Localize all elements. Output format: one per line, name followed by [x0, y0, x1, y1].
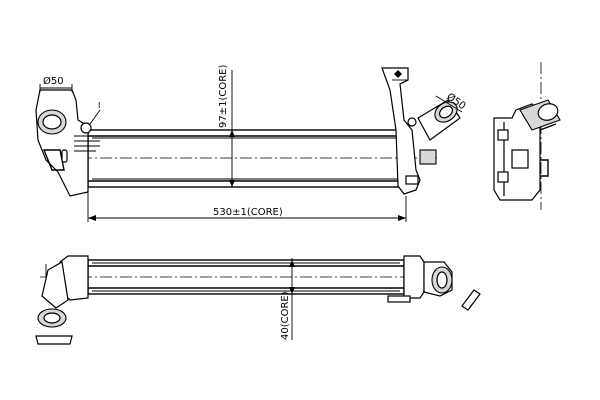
- front-view: Ø50 I Ø50 97±1(CORE) 530±1(CORE): [35, 65, 468, 222]
- front-core: [87, 129, 407, 188]
- core-height-label: 97±1(CORE): [218, 65, 229, 128]
- core-depth-label: 40(CORE): [280, 291, 291, 340]
- left-tank: [35, 89, 101, 197]
- detail-marker: I: [98, 101, 100, 110]
- inlet-diameter-label: Ø50: [43, 75, 64, 87]
- top-view: 40(CORE): [35, 255, 481, 345]
- core-length-label: 530±1(CORE): [213, 207, 283, 218]
- right-tank: [381, 67, 461, 195]
- side-view: [493, 62, 561, 210]
